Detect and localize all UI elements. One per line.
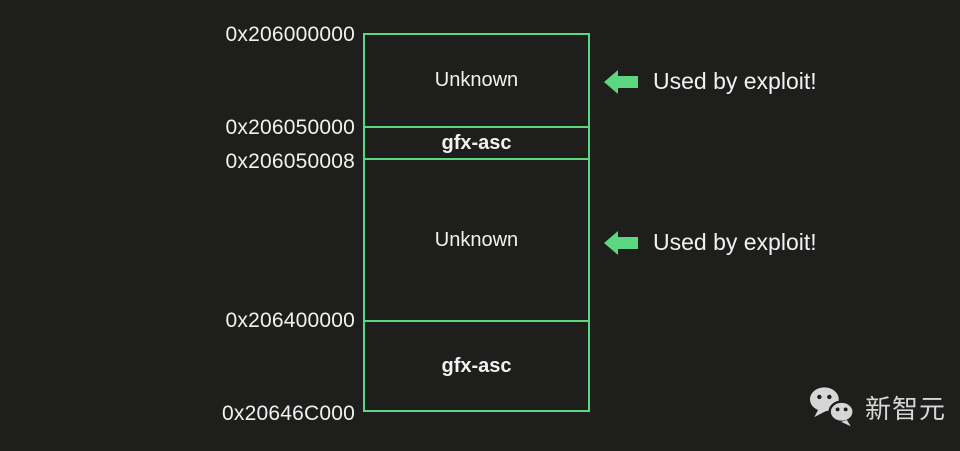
address-label: 0x20646C000 [222,402,355,425]
watermark-text: 新智元 [864,393,946,424]
address-label: 0x206000000 [225,23,355,46]
wechat-icon [809,387,855,427]
watermark: 新智元 [809,385,946,429]
address-label: 0x206400000 [225,309,355,332]
memory-segment-unknown-1: Unknown [365,35,588,128]
memory-segment-unknown-2: Unknown [365,160,588,322]
address-label: 0x206050000 [225,116,355,139]
annotation-used-by-exploit-2: Used by exploit! [604,229,817,256]
left-arrow-icon [604,69,638,94]
memory-region-box: Unknown gfx-asc Unknown gfx-asc [363,33,590,412]
annotation-text: Used by exploit! [653,68,817,94]
memory-segment-gfx-asc-1: gfx-asc [365,128,588,160]
memory-segment-gfx-asc-2: gfx-asc [441,354,512,377]
annotation-used-by-exploit-1: Used by exploit! [604,68,817,95]
left-arrow-icon [604,230,638,255]
annotation-text: Used by exploit! [653,229,817,255]
address-label: 0x206050008 [225,150,355,173]
